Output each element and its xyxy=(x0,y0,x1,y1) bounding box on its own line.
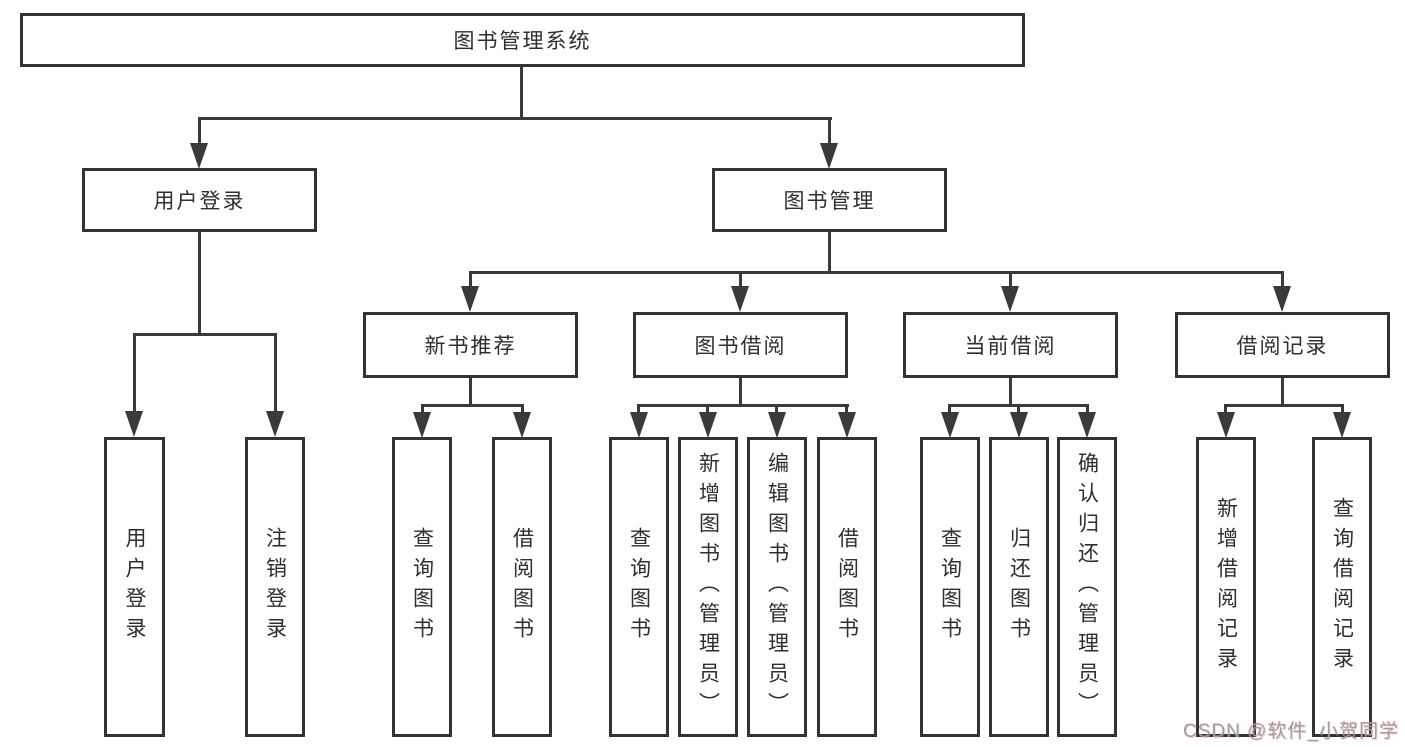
connector-line xyxy=(739,378,742,407)
connector-line xyxy=(1224,404,1344,407)
arrow-down-icon xyxy=(266,411,284,437)
arrow-down-icon xyxy=(630,412,648,438)
leaf-logout: 注销登录 xyxy=(245,437,305,737)
arrow-down-icon xyxy=(838,412,856,438)
leaf-borrow-books-recommend-label: 借阅图书 xyxy=(510,527,534,647)
connector-line xyxy=(845,404,848,414)
arrow-down-icon xyxy=(820,143,838,169)
node-book-borrow: 图书借阅 xyxy=(633,312,848,378)
connector-line xyxy=(637,404,640,414)
leaf-query-borrow-record: 查询借阅记录 xyxy=(1312,437,1372,737)
connector-line xyxy=(133,333,136,413)
node-borrow-records: 借阅记录 xyxy=(1175,312,1390,378)
node-user-login: 用户登录 xyxy=(82,168,317,232)
leaf-return-books-label: 归还图书 xyxy=(1007,527,1031,647)
node-user-login-label: 用户登录 xyxy=(153,190,246,213)
arrow-down-icon xyxy=(768,412,786,438)
leaf-edit-books-admin: 编辑图书（管理员） xyxy=(747,437,807,737)
leaf-query-books-borrow: 查询图书 xyxy=(609,437,669,737)
node-book-management: 图书管理 xyxy=(712,168,947,232)
connector-line xyxy=(828,232,831,274)
leaf-query-books-recommend: 查询图书 xyxy=(392,437,452,737)
leaf-confirm-return-admin-label: 确认归还（管理员） xyxy=(1075,452,1099,722)
leaf-confirm-return-admin: 确认归还（管理员） xyxy=(1057,437,1117,737)
connector-line xyxy=(1017,404,1020,414)
node-borrow-records-label: 借阅记录 xyxy=(1236,335,1329,358)
node-root-label: 图书管理系统 xyxy=(453,30,592,53)
connector-line xyxy=(637,404,849,407)
connector-line xyxy=(469,271,472,289)
arrow-down-icon xyxy=(461,286,479,312)
arrow-down-icon xyxy=(1078,412,1096,438)
arrow-down-icon xyxy=(1217,412,1235,438)
node-book-management-label: 图书管理 xyxy=(783,190,876,213)
connector-line xyxy=(1281,378,1284,407)
connector-line xyxy=(274,333,277,413)
arrow-down-icon xyxy=(190,143,208,169)
connector-line xyxy=(198,117,832,120)
leaf-add-books-admin: 新增图书（管理员） xyxy=(678,437,738,737)
node-new-book-recommend-label: 新书推荐 xyxy=(424,335,517,358)
connector-line xyxy=(706,404,709,414)
connector-line xyxy=(133,333,277,336)
leaf-logout-label: 注销登录 xyxy=(263,527,287,647)
arrow-down-icon xyxy=(413,412,431,438)
csdn-watermark: CSDN @软件_小贺同学 xyxy=(1183,721,1399,742)
connector-line xyxy=(469,271,1284,274)
connector-line xyxy=(1341,404,1344,414)
leaf-query-borrow-record-label: 查询借阅记录 xyxy=(1330,497,1354,677)
connector-line xyxy=(948,404,951,414)
arrow-down-icon xyxy=(1010,412,1028,438)
arrow-down-icon xyxy=(731,286,749,312)
leaf-borrow-books-recommend: 借阅图书 xyxy=(492,437,552,737)
connector-line xyxy=(1086,404,1089,414)
arrow-down-icon xyxy=(699,412,717,438)
leaf-query-books-current-label: 查询图书 xyxy=(938,527,962,647)
leaf-user-login: 用户登录 xyxy=(104,437,165,737)
arrow-down-icon xyxy=(1273,286,1291,312)
connector-line xyxy=(1281,271,1284,289)
connector-line xyxy=(828,117,831,145)
connector-line xyxy=(469,378,472,407)
connector-line xyxy=(1009,271,1012,289)
arrow-down-icon xyxy=(513,412,531,438)
leaf-add-borrow-record: 新增借阅记录 xyxy=(1196,437,1256,737)
connector-line xyxy=(521,404,524,414)
connector-line xyxy=(1009,378,1012,407)
connector-line xyxy=(198,232,201,335)
leaf-add-books-admin-label: 新增图书（管理员） xyxy=(696,452,720,722)
leaf-edit-books-admin-label: 编辑图书（管理员） xyxy=(765,452,789,722)
connector-line xyxy=(739,271,742,289)
leaf-user-login-label: 用户登录 xyxy=(123,527,146,647)
connector-line xyxy=(421,404,424,414)
connector-line xyxy=(775,404,778,414)
arrow-down-icon xyxy=(1333,412,1351,438)
leaf-add-borrow-record-label: 新增借阅记录 xyxy=(1214,497,1238,677)
connector-line xyxy=(198,117,201,145)
connector-line xyxy=(520,66,523,120)
node-current-borrow: 当前借阅 xyxy=(903,312,1118,378)
leaf-query-books-recommend-label: 查询图书 xyxy=(410,527,434,647)
connector-line xyxy=(421,404,524,407)
leaf-return-books: 归还图书 xyxy=(989,437,1049,737)
node-book-borrow-label: 图书借阅 xyxy=(694,335,787,358)
node-root: 图书管理系统 xyxy=(20,13,1025,67)
leaf-borrow-books-label: 借阅图书 xyxy=(835,527,859,647)
arrow-down-icon xyxy=(125,411,143,437)
leaf-query-books-borrow-label: 查询图书 xyxy=(627,527,651,647)
arrow-down-icon xyxy=(941,412,959,438)
leaf-query-books-current: 查询图书 xyxy=(920,437,980,737)
node-new-book-recommend: 新书推荐 xyxy=(363,312,578,378)
node-current-borrow-label: 当前借阅 xyxy=(964,335,1057,358)
leaf-borrow-books: 借阅图书 xyxy=(817,437,877,737)
arrow-down-icon xyxy=(1001,286,1019,312)
connector-line xyxy=(1224,404,1227,414)
